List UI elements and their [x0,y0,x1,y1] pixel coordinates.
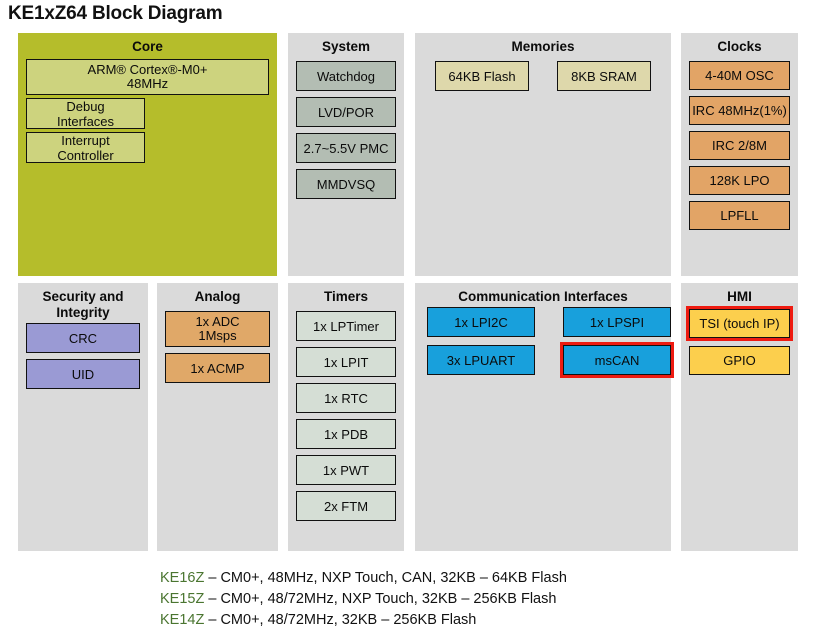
block-lpfll[interactable]: LPFLL [689,201,790,230]
panel-security-integrity: Security and Integrity CRC UID [18,283,148,551]
block-lpit[interactable]: 1x LPIT [296,347,396,377]
block-arm-cortex-m0plus[interactable]: ARM® Cortex®-M0+ 48MHz [26,59,269,95]
legend-part-number: KE15Z [160,591,205,607]
block-pmc[interactable]: 2.7~5.5V PMC [296,133,396,163]
panel-communication-body: 1x LPI2C 1x LPSPI 3x LPUART msCAN [415,305,674,378]
panel-hmi-body: TSI (touch IP) GPIO [681,305,798,375]
block-lptimer[interactable]: 1x LPTimer [296,311,396,341]
legend-item: KE16Z – CM0+, 48MHz, NXP Touch, CAN, 32K… [160,568,567,589]
block-acmp[interactable]: 1x ACMP [165,353,270,383]
legend-description: – CM0+, 48/72MHz, NXP Touch, 32KB – 256K… [204,591,557,607]
panel-communication-title: Communication Interfaces [458,289,628,304]
panel-hmi-title: HMI [727,289,752,304]
block-adc-line2: 1Msps [198,328,237,343]
block-interrupt-controller[interactable]: Interrupt Controller [26,132,145,163]
panel-timers-title: Timers [323,289,369,304]
panel-system: System Watchdog LVD/POR 2.7~5.5V PMC MMD… [288,33,404,276]
panel-timers: Timers 1x LPTimer 1x LPIT 1x RTC 1x PDB … [288,283,404,551]
block-osc[interactable]: 4-40M OSC [689,61,790,90]
panel-memories-body: 64KB Flash 8KB SRAM [415,55,671,91]
block-debug-interfaces-line2: Interfaces [56,113,115,129]
panel-communication-interfaces: Communication Interfaces 1x LPI2C 1x LPS… [415,283,674,551]
block-crc[interactable]: CRC [26,323,140,353]
block-irc-2-8m[interactable]: IRC 2/8M [689,131,790,160]
panel-timers-body: 1x LPTimer 1x LPIT 1x RTC 1x PDB 1x PWT … [288,305,404,521]
block-flash[interactable]: 64KB Flash [435,61,529,91]
block-mscan[interactable]: msCAN [560,342,674,378]
panel-security-title-line2: Integrity [56,305,110,320]
panel-clocks: Clocks 4-40M OSC IRC 48MHz(1%) IRC 2/8M … [681,33,798,276]
legend: KE16Z – CM0+, 48MHz, NXP Touch, CAN, 32K… [160,568,567,631]
block-lpo[interactable]: 128K LPO [689,166,790,195]
legend-description: – CM0+, 48MHz, NXP Touch, CAN, 32KB – 64… [204,570,567,586]
block-tsi[interactable]: TSI (touch IP) [686,306,793,341]
block-pdb[interactable]: 1x PDB [296,419,396,449]
panel-analog-body: 1x ADC 1Msps 1x ACMP [157,305,278,383]
panel-system-body: Watchdog LVD/POR 2.7~5.5V PMC MMDVSQ [288,55,404,199]
page-title: KE1xZ64 Block Diagram [8,3,223,24]
legend-description: – CM0+, 48/72MHz, 32KB – 256KB Flash [204,612,477,628]
block-sram[interactable]: 8KB SRAM [557,61,651,91]
block-lpspi[interactable]: 1x LPSPI [563,307,671,337]
panel-security-title: Security and Integrity [18,283,148,321]
block-watchdog[interactable]: Watchdog [296,61,396,91]
legend-item: KE14Z – CM0+, 48/72MHz, 32KB – 256KB Fla… [160,610,567,631]
panel-clocks-title: Clocks [717,39,762,54]
panel-hmi: HMI TSI (touch IP) GPIO [681,283,798,551]
block-interrupt-controller-line1: Interrupt [61,132,110,148]
block-lpuart[interactable]: 3x LPUART [427,345,535,375]
block-arm-cortex-line1: ARM® Cortex®-M0+ [87,62,208,77]
block-rtc[interactable]: 1x RTC [296,383,396,413]
panel-security-body: CRC UID [18,321,148,389]
memories-row: 64KB Flash 8KB SRAM [423,61,663,91]
block-ftm[interactable]: 2x FTM [296,491,396,521]
panel-system-title: System [321,39,371,54]
block-adc[interactable]: 1x ADC 1Msps [165,311,270,347]
legend-part-number: KE16Z [160,570,205,586]
panel-clocks-body: 4-40M OSC IRC 48MHz(1%) IRC 2/8M 128K LP… [681,55,798,230]
block-lvd-por[interactable]: LVD/POR [296,97,396,127]
panel-analog-title: Analog [194,289,241,304]
block-lpi2c[interactable]: 1x LPI2C [427,307,535,337]
panel-analog: Analog 1x ADC 1Msps 1x ACMP [157,283,278,551]
block-irc-48mhz[interactable]: IRC 48MHz(1%) [689,96,790,125]
block-gpio[interactable]: GPIO [689,346,790,375]
block-mmdvsq[interactable]: MMDVSQ [296,169,396,199]
panel-core: Core ARM® Cortex®-M0+ 48MHz Debug Interf… [18,33,277,276]
block-debug-interfaces[interactable]: Debug Interfaces [26,98,145,129]
panel-security-title-line1: Security and [42,289,124,304]
legend-item: KE15Z – CM0+, 48/72MHz, NXP Touch, 32KB … [160,589,567,610]
block-adc-line1: 1x ADC [195,314,240,329]
panel-memories: Memories 64KB Flash 8KB SRAM [415,33,671,276]
block-interrupt-controller-line2: Controller [57,147,114,163]
block-uid[interactable]: UID [26,359,140,389]
block-arm-cortex-line2: 48MHz [126,76,169,91]
panel-core-title: Core [132,39,163,54]
block-pwt[interactable]: 1x PWT [296,455,396,485]
block-debug-interfaces-line1: Debug [66,98,105,114]
legend-part-number: KE14Z [160,612,205,628]
panel-memories-title: Memories [511,39,575,54]
